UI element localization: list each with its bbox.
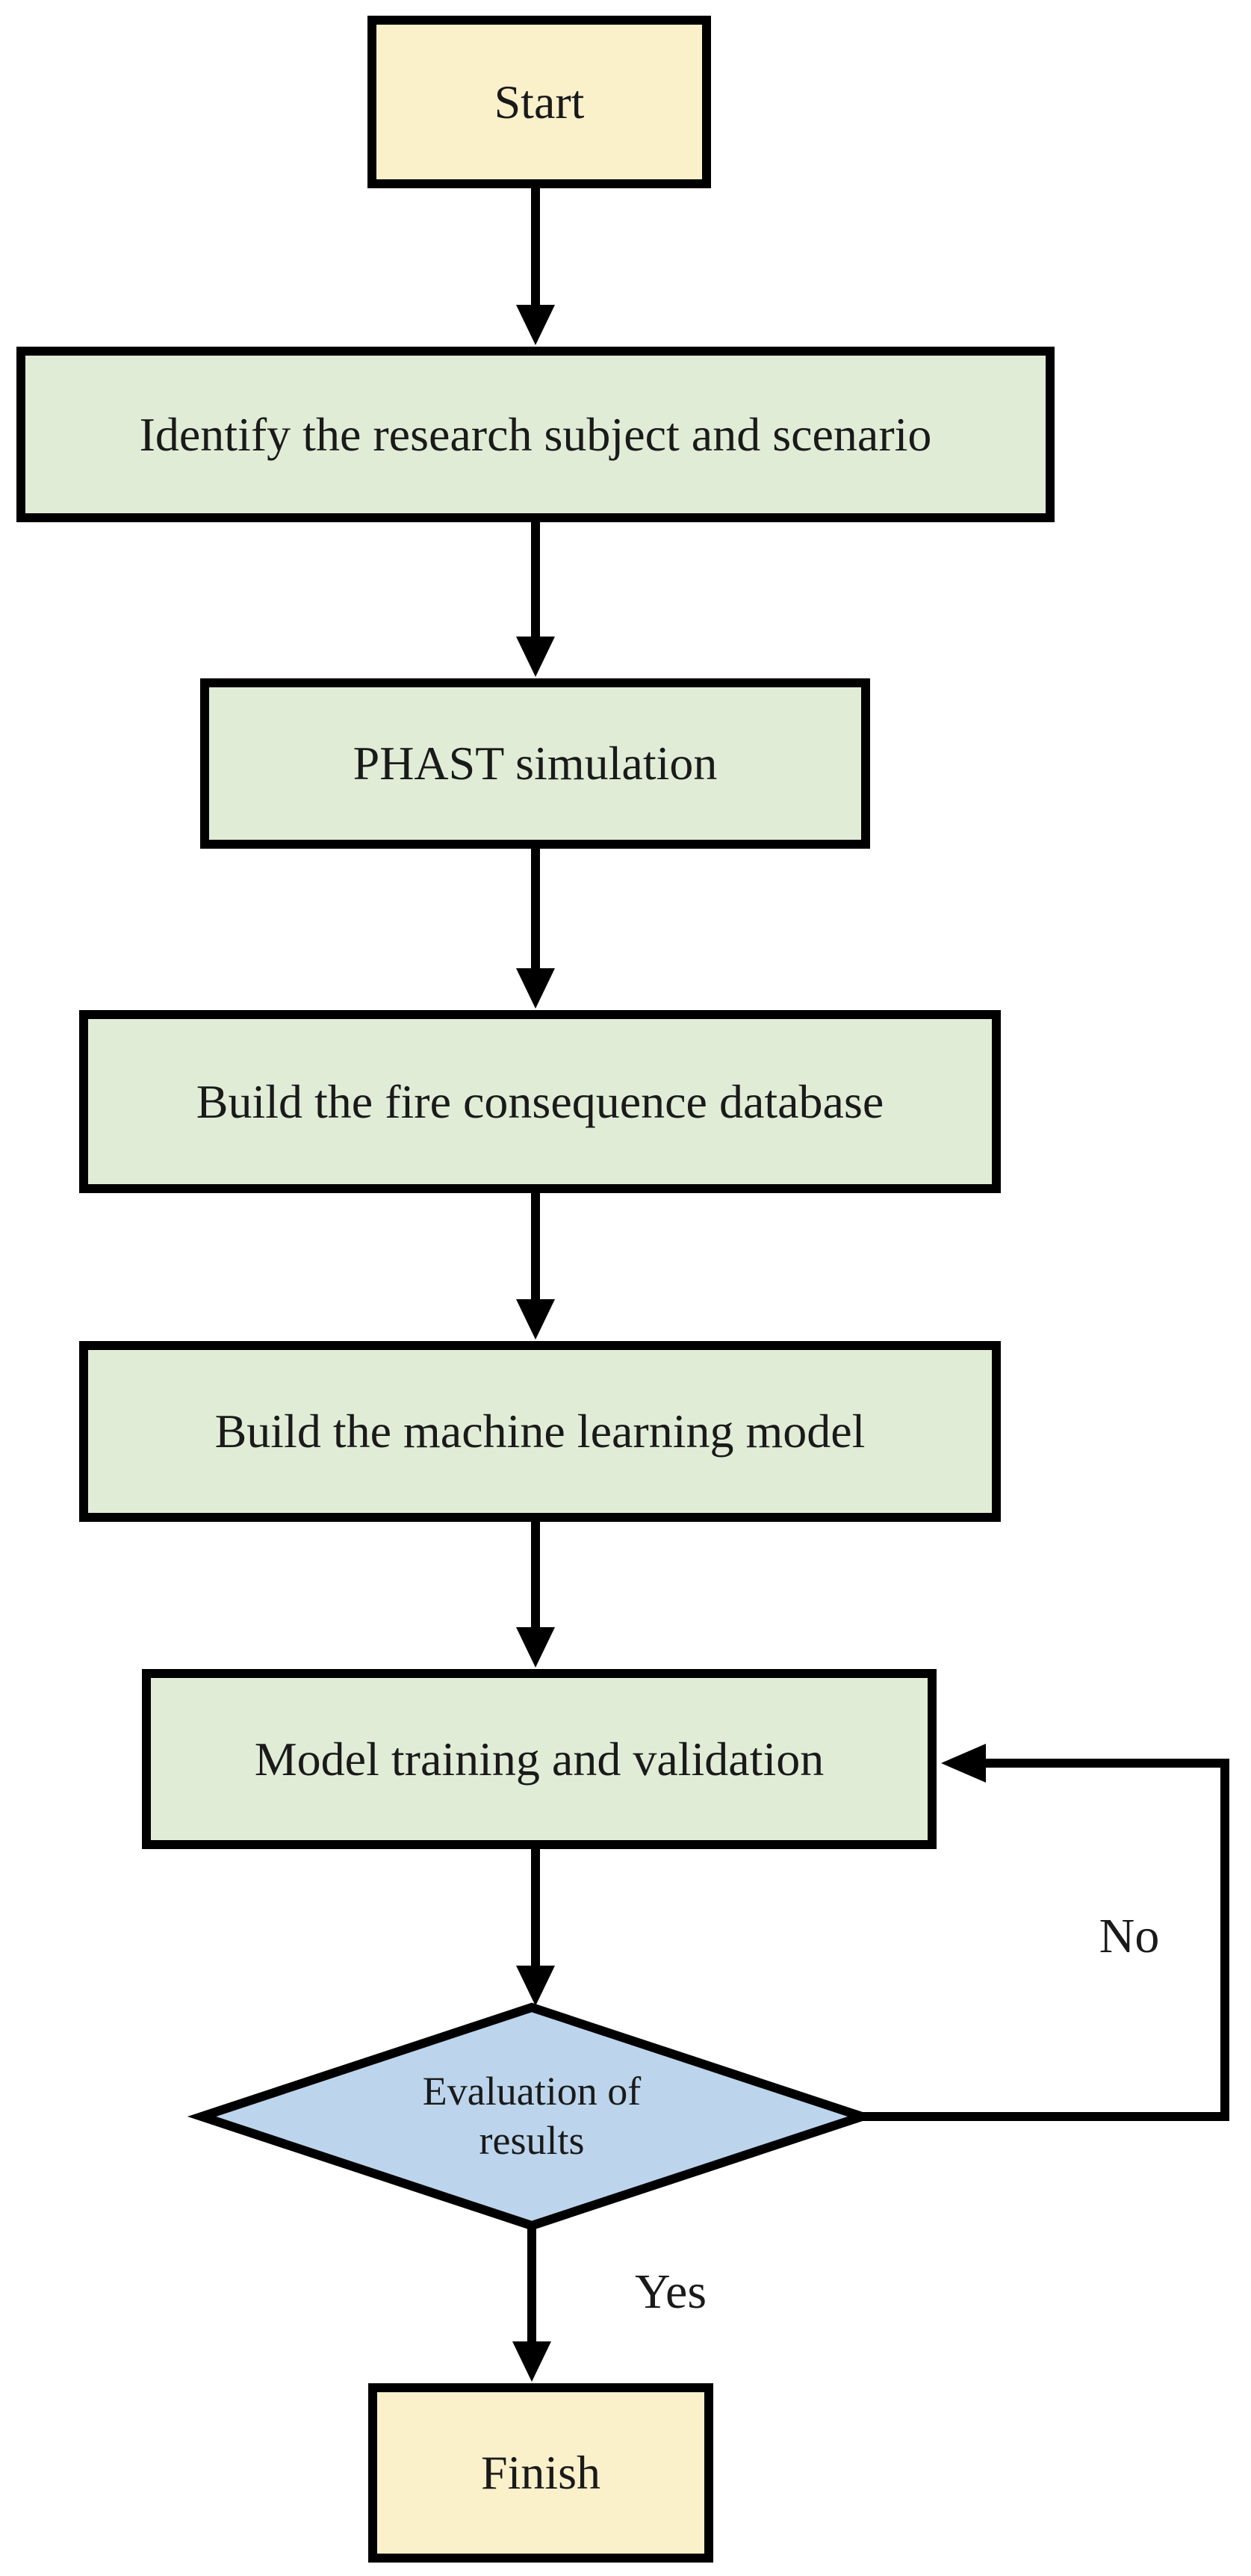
flow-node-build-fire-consequence-database: Build the fire consequence database <box>79 1010 1001 1193</box>
node-label-identify: Identify the research subject and scenar… <box>139 407 932 461</box>
flow-node-phast-simulation: PHAST simulation <box>200 678 870 849</box>
flow-node-start: Start <box>367 16 711 188</box>
arrow-evaluation-to-training-no-loop <box>857 1744 1229 2121</box>
flow-node-evaluation-of-results: Evaluation of results <box>353 2034 711 2199</box>
arrow-database-to-mlmodel <box>516 1192 555 1340</box>
node-label-evaluation-line1: Evaluation of <box>422 2069 642 2114</box>
node-label-mlmodel: Build the machine learning model <box>214 1405 866 1458</box>
arrow-identify-to-phast <box>516 520 555 677</box>
flow-node-model-training-validation: Model training and validation <box>142 1669 937 1849</box>
node-label-database: Build the fire consequence database <box>196 1074 884 1128</box>
node-label-finish: Finish <box>480 2446 601 2500</box>
flow-node-build-machine-learning-model: Build the machine learning model <box>79 1341 1001 1522</box>
edge-label-yes: Yes <box>634 2264 707 2319</box>
node-label-start: Start <box>494 75 585 129</box>
node-label-training: Model training and validation <box>254 1732 825 1786</box>
flow-node-finish: Finish <box>368 2383 713 2563</box>
arrow-phast-to-database <box>516 847 555 1009</box>
arrow-mlmodel-to-training <box>516 1520 555 1668</box>
edge-label-no: No <box>1099 1909 1160 1963</box>
arrow-training-to-evaluation <box>516 1848 555 2006</box>
arrow-evaluation-to-finish-yes <box>512 2224 551 2382</box>
node-label-evaluation-line2: results <box>479 2118 585 2163</box>
flow-node-identify-research-subject: Identify the research subject and scenar… <box>16 347 1055 522</box>
node-label-phast: PHAST simulation <box>353 737 718 790</box>
arrow-start-to-identify <box>516 187 555 345</box>
